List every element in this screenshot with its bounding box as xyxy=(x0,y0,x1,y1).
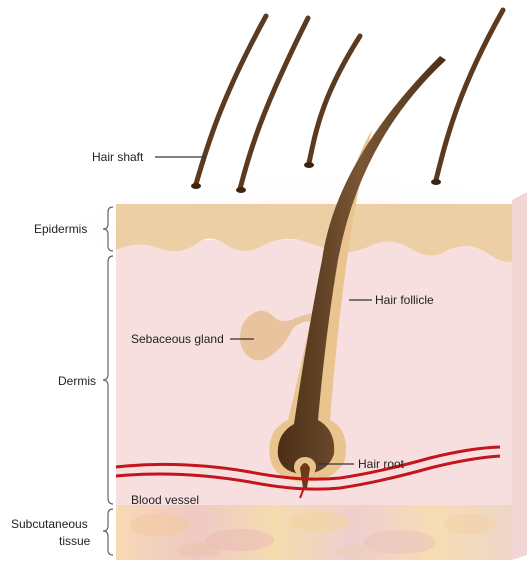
label-subcutaneous-line2: tissue xyxy=(59,534,91,548)
label-epidermis: Epidermis xyxy=(34,222,87,236)
label-subcutaneous-line1: Subcutaneous xyxy=(11,517,88,531)
dermis-bracket xyxy=(103,256,113,504)
skin-block-side xyxy=(512,192,527,560)
layer-brackets xyxy=(103,207,113,555)
label-blood-vessel: Blood vessel xyxy=(131,493,199,507)
label-dermis: Dermis xyxy=(58,374,96,388)
subcutaneous-bracket xyxy=(103,509,113,555)
label-hair-follicle: Hair follicle xyxy=(375,293,434,307)
label-sebaceous-gland: Sebaceous gland xyxy=(131,332,224,346)
label-hair-root: Hair root xyxy=(358,457,405,471)
label-hair-shaft: Hair shaft xyxy=(92,150,144,164)
subcutaneous-tissue-layer xyxy=(116,505,512,560)
